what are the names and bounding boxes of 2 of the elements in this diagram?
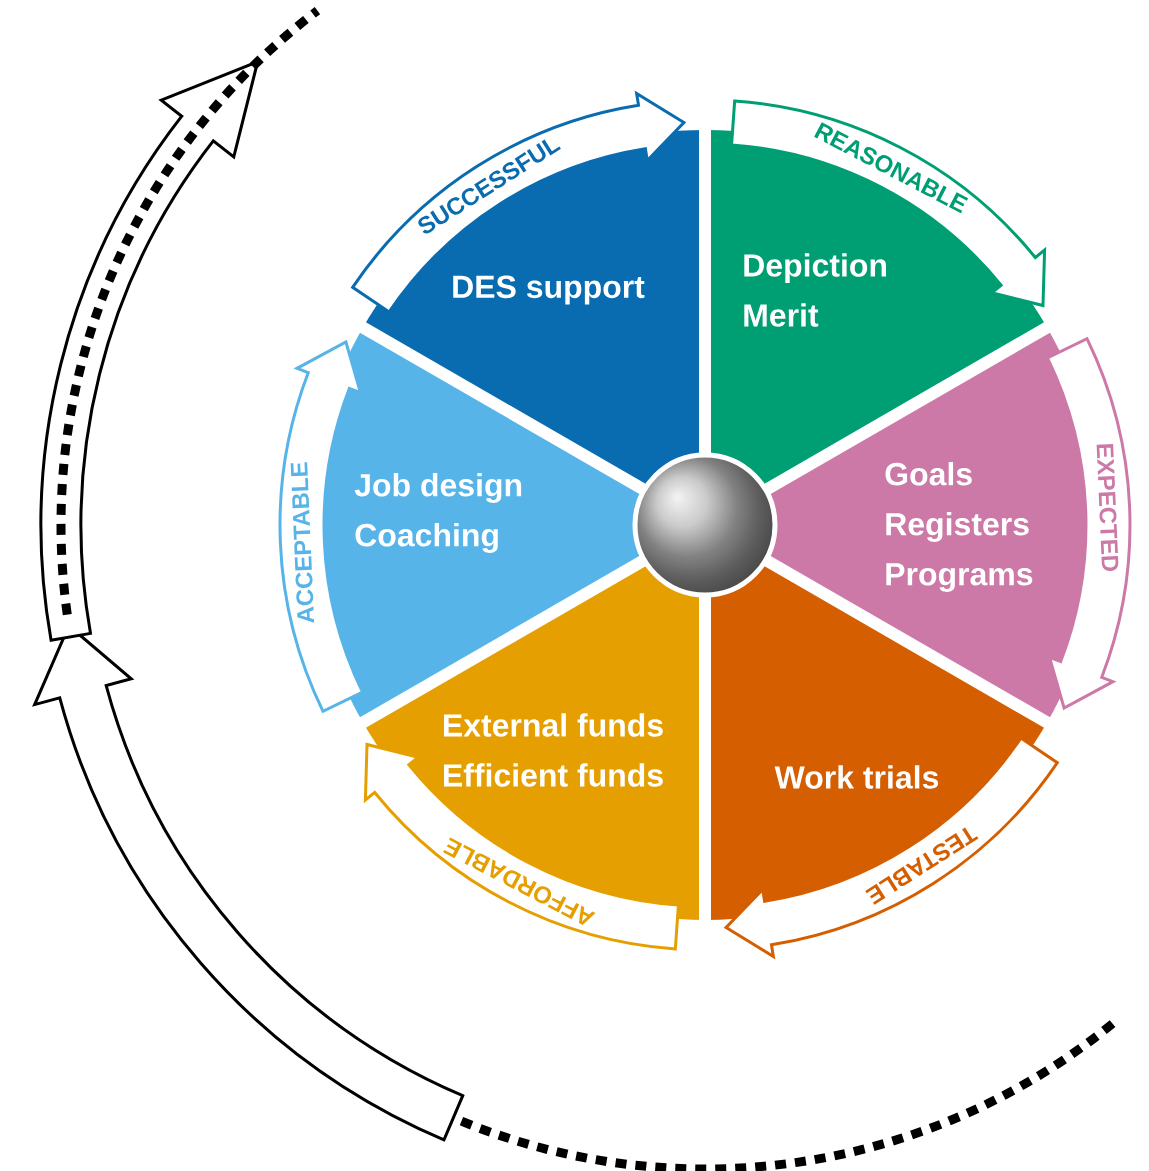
hub-circle	[632, 452, 778, 598]
arrow-band: EXPECTED	[1045, 337, 1132, 710]
